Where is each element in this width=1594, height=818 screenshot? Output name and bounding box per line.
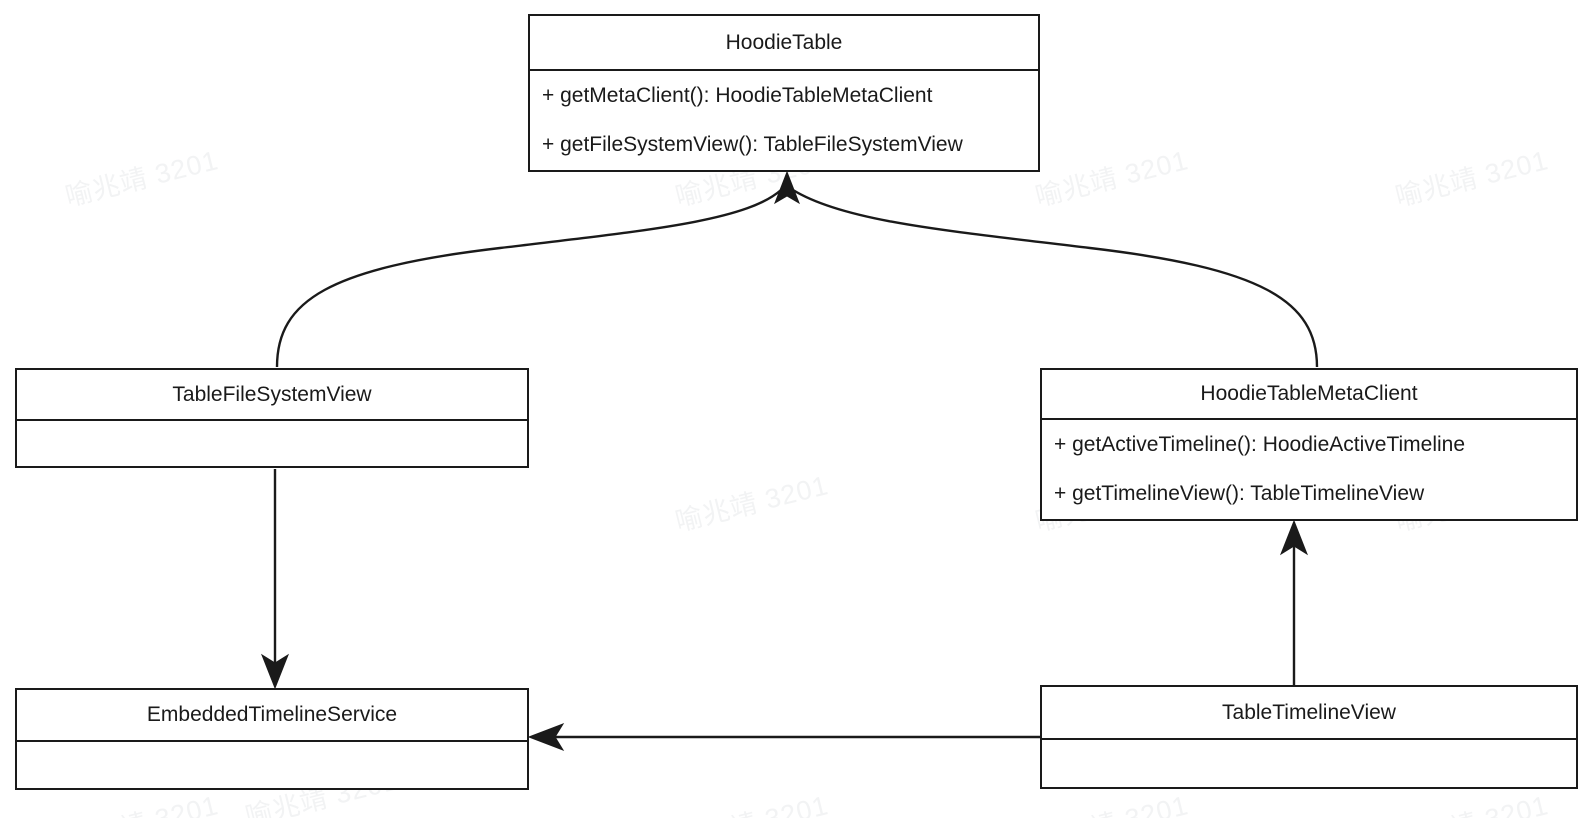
class-member: + getTimelineView(): TableTimelineView (1054, 482, 1425, 506)
arrowhead-into-hoodie-table-meta-client (1279, 519, 1309, 556)
class-members-embedded-timeline-service (17, 742, 527, 788)
class-members-table-timeline-view (1042, 740, 1576, 787)
class-box-hoodie-table-meta-client[interactable]: HoodieTableMetaClient + getActiveTimelin… (1040, 368, 1578, 521)
class-name-table-file-system-view: TableFileSystemView (17, 370, 527, 421)
edge-htmc-to-hoodietable (792, 188, 1319, 368)
class-member: + getMetaClient(): HoodieTableMetaClient (542, 83, 933, 107)
class-box-table-timeline-view[interactable]: TableTimelineView (1040, 685, 1578, 789)
edge-tfsv-to-hoodietable (275, 189, 782, 368)
class-box-hoodie-table[interactable]: HoodieTable + getMetaClient(): HoodieTab… (528, 14, 1040, 172)
watermark-text: 喻兆靖 3201 (671, 783, 832, 818)
class-name-embedded-timeline-service: EmbeddedTimelineService (17, 690, 527, 742)
class-name-table-timeline-view: TableTimelineView (1042, 687, 1576, 740)
class-name-hoodie-table-meta-client: HoodieTableMetaClient (1042, 370, 1576, 420)
class-member: + getActiveTimeline(): HoodieActiveTimel… (1054, 432, 1466, 456)
watermark-text: 喻兆靖 3201 (1392, 145, 1552, 213)
class-members-hoodie-table-meta-client: + getActiveTimeline(): HoodieActiveTimel… (1042, 420, 1576, 519)
class-members-table-file-system-view (17, 421, 527, 466)
watermark-text: 喻兆靖 3201 (672, 470, 832, 538)
class-members-hoodie-table: + getMetaClient(): HoodieTableMetaClient… (530, 71, 1038, 170)
arrowhead-into-hoodie-table (774, 170, 800, 205)
class-member: + getFileSystemView(): TableFileSystemVi… (542, 133, 963, 157)
arrowhead-into-embedded-timeline-service-right (527, 723, 565, 751)
class-box-embedded-timeline-service[interactable]: EmbeddedTimelineService (15, 688, 529, 790)
watermark-text: 喻兆靖 3201 (1032, 145, 1192, 213)
class-box-table-file-system-view[interactable]: TableFileSystemView (15, 368, 529, 468)
watermark-text: 喻兆靖 3201 (62, 145, 222, 213)
class-name-hoodie-table: HoodieTable (530, 16, 1038, 71)
arrowhead-into-embedded-timeline-service-top (260, 653, 290, 690)
